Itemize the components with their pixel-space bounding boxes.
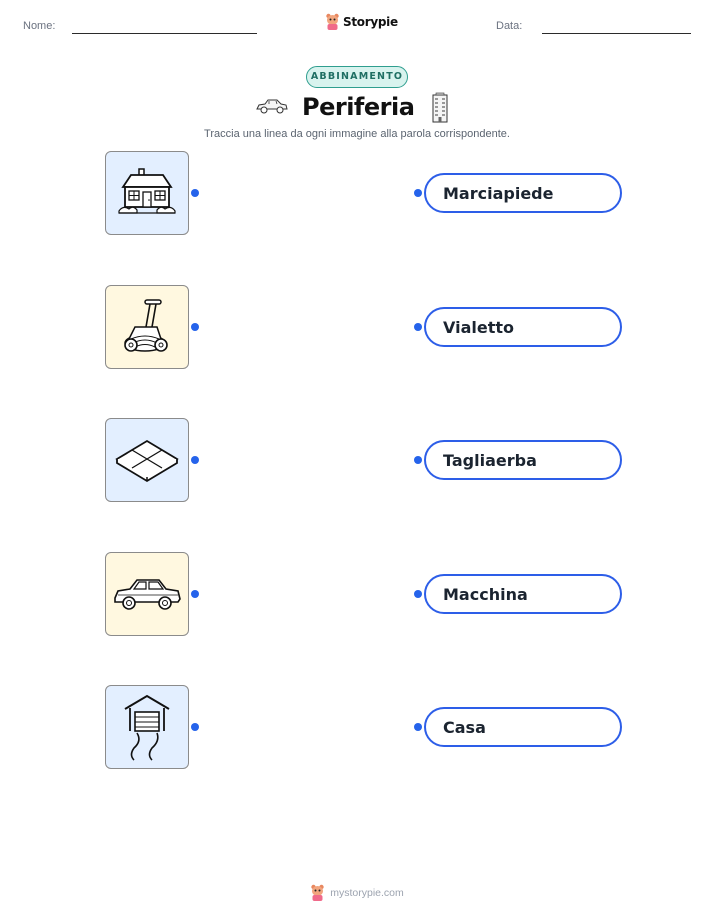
storypie-mascot-icon [326,13,339,30]
brand-logo: Storypie [325,13,398,31]
footer-website[interactable]: mystorypie.com [330,887,404,899]
word-card-2[interactable]: Vialetto [424,307,622,347]
storypie-mascot-icon [311,884,324,901]
picture-card-paving-tile[interactable] [105,418,189,502]
title-row: Periferia [0,90,714,126]
word-card-1[interactable]: Marciapiede [424,173,622,213]
picture-dot-1[interactable] [191,189,199,197]
picture-card-garage[interactable] [105,685,189,769]
paving-tile-icon [115,439,179,483]
garage-driveway-icon [124,694,170,761]
name-field-line[interactable] [72,33,257,34]
word-dot-3[interactable] [414,456,422,464]
footer: mystorypie.com [0,884,714,902]
picture-dot-4[interactable] [191,590,199,598]
word-label: Macchina [443,585,528,604]
car-icon [256,99,288,114]
word-card-4[interactable]: Macchina [424,574,622,614]
word-label: Casa [443,718,486,737]
word-label: Vialetto [443,318,515,337]
word-card-5[interactable]: Casa [424,707,622,747]
picture-dot-5[interactable] [191,723,199,731]
page-title: Periferia [302,93,415,121]
date-label: Data: [496,20,523,32]
worksheet-header: Nome: Storypie Data: [0,0,714,50]
instructions-text: Traccia una linea da ogni immagine alla … [204,128,510,140]
word-dot-2[interactable] [414,323,422,331]
word-dot-5[interactable] [414,723,422,731]
picture-dot-2[interactable] [191,323,199,331]
date-field-line[interactable] [542,33,691,34]
apartment-building-icon [432,92,448,123]
word-card-3[interactable]: Tagliaerba [424,440,622,480]
word-label: Marciapiede [443,184,554,203]
picture-card-house[interactable] [105,151,189,235]
word-label: Tagliaerba [443,451,537,470]
word-dot-1[interactable] [414,189,422,197]
picture-dot-3[interactable] [191,456,199,464]
car-icon [114,579,181,610]
picture-card-car[interactable] [105,552,189,636]
word-dot-4[interactable] [414,590,422,598]
brand-name: Storypie [343,15,398,29]
picture-card-lawnmower[interactable] [105,285,189,369]
lawnmower-icon [124,299,168,352]
activity-type-badge: ABBINAMENTO [306,66,408,88]
name-label: Nome: [23,20,56,32]
house-icon [118,168,176,214]
